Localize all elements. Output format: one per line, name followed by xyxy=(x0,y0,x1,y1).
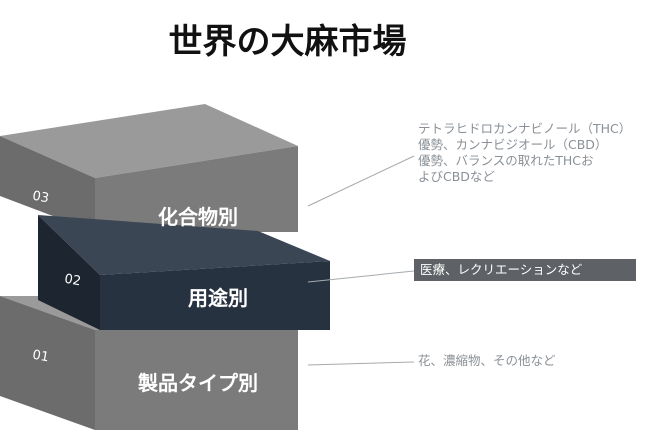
layer-03-number: 03 xyxy=(31,189,50,207)
layer-02-number: 02 xyxy=(63,272,82,290)
layer-01-note: 花、濃縮物、その他など xyxy=(418,353,556,368)
layer-03-note-line: 優勢、バランスの取れたTHCお xyxy=(418,153,594,168)
leader-line-03 xyxy=(307,155,415,207)
layer-03-note-line: よびCBDなど xyxy=(418,169,495,184)
layer-01-number: 01 xyxy=(31,348,50,366)
layer-03-label: 化合物別 xyxy=(158,205,238,229)
leader-line-01 xyxy=(307,361,415,366)
layer-01-label: 製品タイプ別 xyxy=(138,371,258,395)
page-title: 世界の大麻市場 xyxy=(168,22,407,62)
layer-02-note: 医療、レクリエーションなど xyxy=(414,259,636,281)
layer-03-note-line: 優勢、カンナビジオール（CBD） xyxy=(418,137,608,152)
layer-02-label: 用途別 xyxy=(188,286,248,310)
leader-line-02 xyxy=(307,270,415,283)
layer-03-note: テトラヒドロカンナビノール（THC） 優勢、カンナビジオール（CBD） 優勢、バ… xyxy=(418,121,643,185)
layer-03-note-line: テトラヒドロカンナビノール（THC） xyxy=(418,121,632,136)
layer-02-block xyxy=(38,215,330,330)
layer-03-block xyxy=(0,104,298,232)
